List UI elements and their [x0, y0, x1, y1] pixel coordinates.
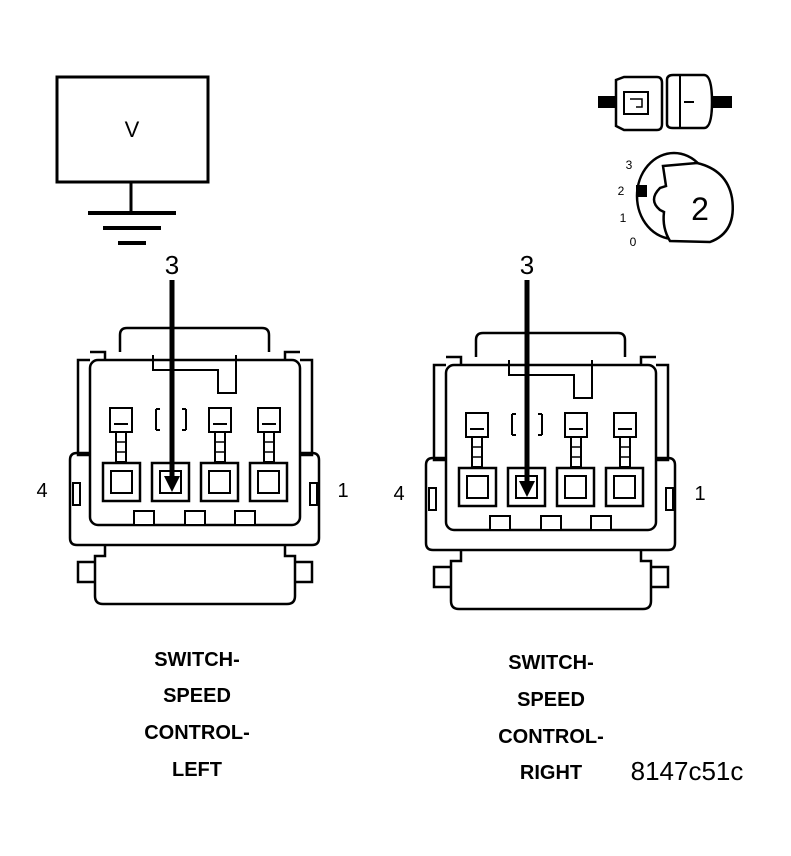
ignition-position: 2	[691, 191, 709, 227]
left-connector-caption: SWITCH- SPEED CONTROL- LEFT	[144, 649, 250, 781]
pin-4-label: 4	[393, 483, 404, 505]
ignition-scale-2: 2	[618, 184, 625, 198]
terminal-2	[555, 412, 596, 508]
terminal-4	[101, 407, 142, 503]
pin-1-label: 1	[337, 480, 348, 502]
ignition-scale-3: 3	[626, 158, 633, 172]
caption-line: RIGHT	[520, 762, 582, 784]
figure-code: 8147c51c	[631, 756, 744, 786]
pin-1-label: 1	[694, 483, 705, 505]
caption-line: SWITCH-	[154, 649, 240, 671]
voltmeter: V	[55, 75, 210, 212]
terminal-2	[199, 407, 240, 503]
caption-line: CONTROL-	[144, 722, 250, 744]
left-connector: 3 4 1	[36, 250, 349, 606]
right-connector: 3 4 1	[393, 250, 706, 611]
pin-4-label: 4	[36, 480, 47, 502]
ignition-scale-0: 0	[630, 235, 637, 249]
probe-pin-label: 3	[520, 250, 534, 280]
terminal-4	[457, 412, 498, 508]
right-connector-caption: SWITCH- SPEED CONTROL- RIGHT	[498, 652, 604, 784]
caption-line: CONTROL-	[498, 726, 604, 748]
ignition-key-icon: 2 3 2 1 0	[618, 151, 734, 249]
terminal-1	[604, 412, 645, 508]
caption-line: SWITCH-	[508, 652, 594, 674]
probe-pin-label: 3	[165, 250, 179, 280]
ground-icon	[88, 211, 176, 245]
voltmeter-box	[55, 75, 210, 184]
connector-disconnect-icon	[598, 73, 732, 132]
probe-arrow	[164, 280, 180, 492]
terminal-1	[248, 407, 289, 503]
probe-arrow	[519, 280, 535, 497]
voltmeter-symbol: V	[125, 117, 140, 142]
caption-line: SPEED	[163, 685, 231, 707]
caption-line: SPEED	[517, 689, 585, 711]
caption-line: LEFT	[172, 759, 222, 781]
ignition-scale-1: 1	[620, 211, 627, 225]
